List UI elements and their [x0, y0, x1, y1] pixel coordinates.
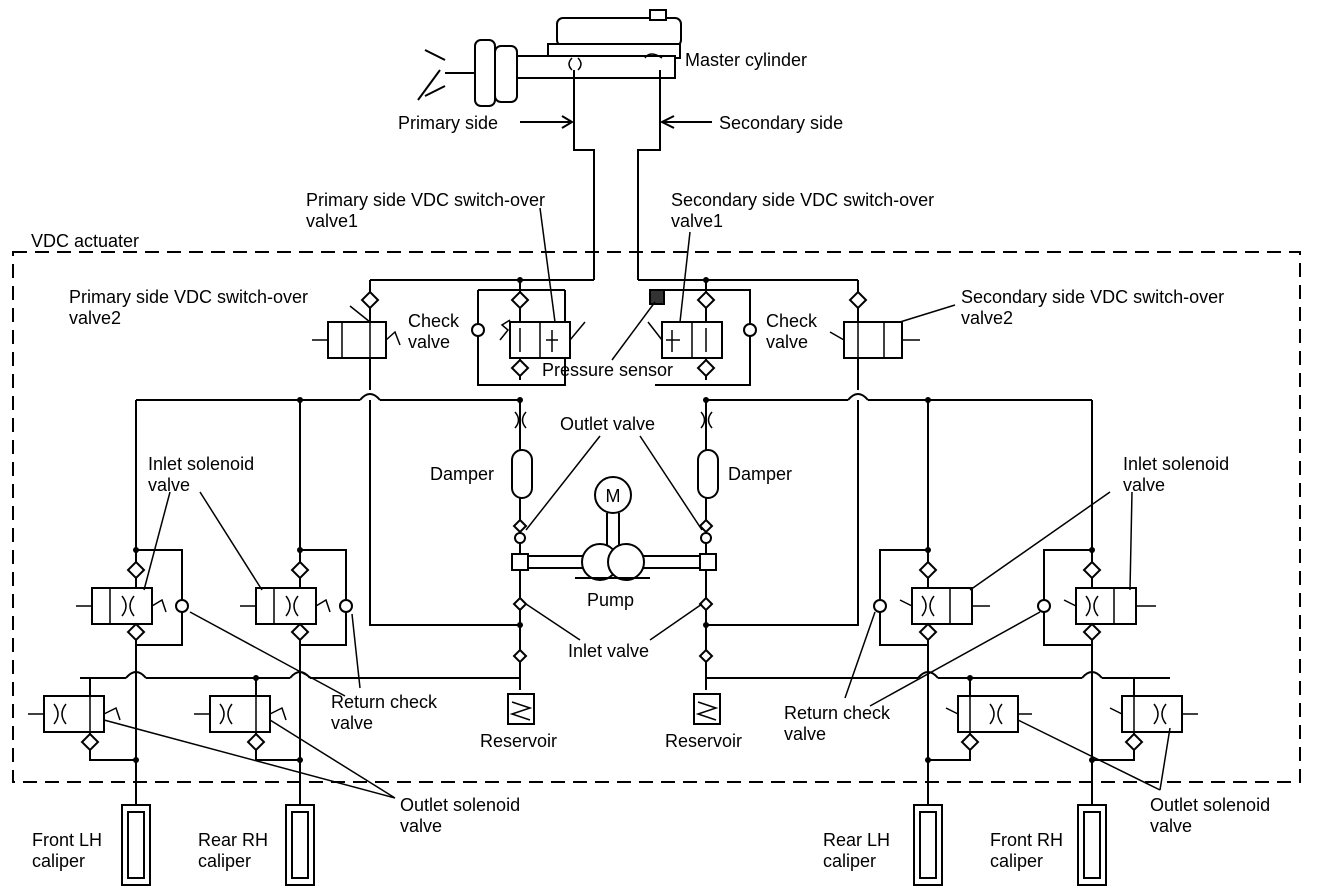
label-inlet-solenoid-right-l1: Inlet solenoid [1123, 454, 1229, 474]
master-cylinder-assembly [417, 9, 682, 107]
reservoir-left [507, 693, 535, 725]
label-secondary-switch2-l1: Secondary side VDC switch-over [961, 287, 1224, 307]
label-inlet-solenoid-left-l1: Inlet solenoid [148, 454, 254, 474]
label-primary-switch2-l1: Primary side VDC switch-over [69, 287, 308, 307]
label-pump: Pump [587, 590, 634, 610]
label-return-check-right-l1: Return check [784, 703, 891, 723]
label-vdc-actuator: VDC actuater [31, 231, 139, 251]
label-check-valve-left-l1: Check [408, 311, 460, 331]
pump-motor-assembly: M [511, 476, 717, 581]
label-outlet-solenoid-right-l2: valve [1150, 816, 1192, 836]
label-return-check-left-l1: Return check [331, 692, 438, 712]
label-inlet-valve: Inlet valve [568, 641, 649, 661]
label-check-valve-right-l1: Check [766, 311, 818, 331]
label-reservoir-right: Reservoir [665, 731, 742, 751]
label-pressure-sensor: Pressure sensor [542, 360, 673, 380]
label-secondary-switch2-l2: valve2 [961, 308, 1013, 328]
vdc-actuator-boundary [12, 251, 1301, 783]
label-rear-rh: Rear RH [198, 830, 268, 850]
label-rear-lh: Rear LH [823, 830, 890, 850]
label-rear-rh-caliper: caliper [198, 851, 251, 871]
label-inlet-solenoid-left-l2: valve [148, 475, 190, 495]
label-outlet-solenoid-right-l1: Outlet solenoid [1150, 795, 1270, 815]
label-front-lh: Front LH [32, 830, 102, 850]
label-secondary-side: Secondary side [719, 113, 843, 133]
secondary-switch-valve2-symbol [843, 321, 903, 359]
reservoir-right [693, 693, 721, 725]
label-front-rh: Front RH [990, 830, 1063, 850]
label-primary-side: Primary side [398, 113, 498, 133]
pressure-sensor-symbol [649, 289, 665, 305]
label-check-valve-right-l2: valve [766, 332, 808, 352]
label-check-valve-left-l2: valve [408, 332, 450, 352]
primary-switch-valve2-symbol [327, 321, 387, 359]
label-outlet-solenoid-left-l1: Outlet solenoid [400, 795, 520, 815]
label-rear-lh-caliper: caliper [823, 851, 876, 871]
label-master-cylinder: Master cylinder [685, 50, 807, 70]
label-damper-right: Damper [728, 464, 792, 484]
label-primary-switch1-l2: valve1 [306, 211, 358, 231]
label-outlet-solenoid-left-l2: valve [400, 816, 442, 836]
label-front-lh-caliper: caliper [32, 851, 85, 871]
label-outlet-valve: Outlet valve [560, 414, 655, 434]
label-secondary-switch1-l2: valve1 [671, 211, 723, 231]
label-primary-switch2-l2: valve2 [69, 308, 121, 328]
label-reservoir-left: Reservoir [480, 731, 557, 751]
label-return-check-left-l2: valve [331, 713, 373, 733]
motor-symbol: M [606, 486, 621, 506]
label-return-check-right-l2: valve [784, 724, 826, 744]
label-damper-left: Damper [430, 464, 494, 484]
label-primary-switch1-l1: Primary side VDC switch-over [306, 190, 545, 210]
label-front-rh-caliper: caliper [990, 851, 1043, 871]
label-secondary-switch1-l1: Secondary side VDC switch-over [671, 190, 934, 210]
label-inlet-solenoid-right-l2: valve [1123, 475, 1165, 495]
